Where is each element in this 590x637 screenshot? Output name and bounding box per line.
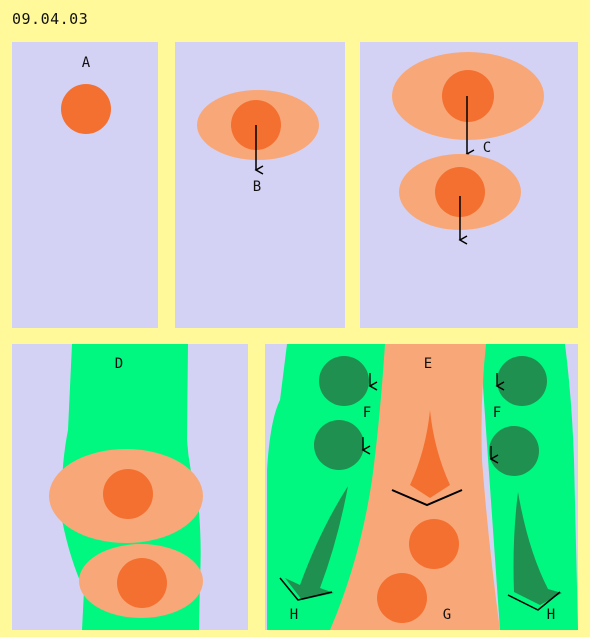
label-f-right: F xyxy=(493,405,501,421)
cell-nucleus-c-top xyxy=(442,70,494,122)
cell-nucleus-d-bottom xyxy=(117,558,167,608)
label-c: C xyxy=(483,140,491,156)
cell-g-bottom xyxy=(377,573,427,623)
panel-d: D xyxy=(12,344,248,630)
label-d: D xyxy=(115,356,123,372)
label-b: B xyxy=(253,179,261,195)
panel-b: B xyxy=(175,42,345,328)
cell-g-top xyxy=(409,519,459,569)
cell-f-top-left xyxy=(319,356,369,406)
cell-f-bottom-left xyxy=(314,420,364,470)
panel-a: A xyxy=(12,42,158,328)
cell-f-top-right xyxy=(497,356,547,406)
label-f-left: F xyxy=(363,405,371,421)
cell-nucleus-d-top xyxy=(103,469,153,519)
label-h-right: H xyxy=(547,607,555,623)
cell-f-bottom-right xyxy=(489,426,539,476)
label-a: A xyxy=(82,55,91,71)
panel-e: E F F G H H xyxy=(265,344,578,630)
label-h-left: H xyxy=(290,607,298,623)
label-e: E xyxy=(424,356,432,372)
label-g: G xyxy=(443,607,451,623)
cell-nucleus-a xyxy=(61,84,111,134)
panel-c: C xyxy=(360,42,578,328)
